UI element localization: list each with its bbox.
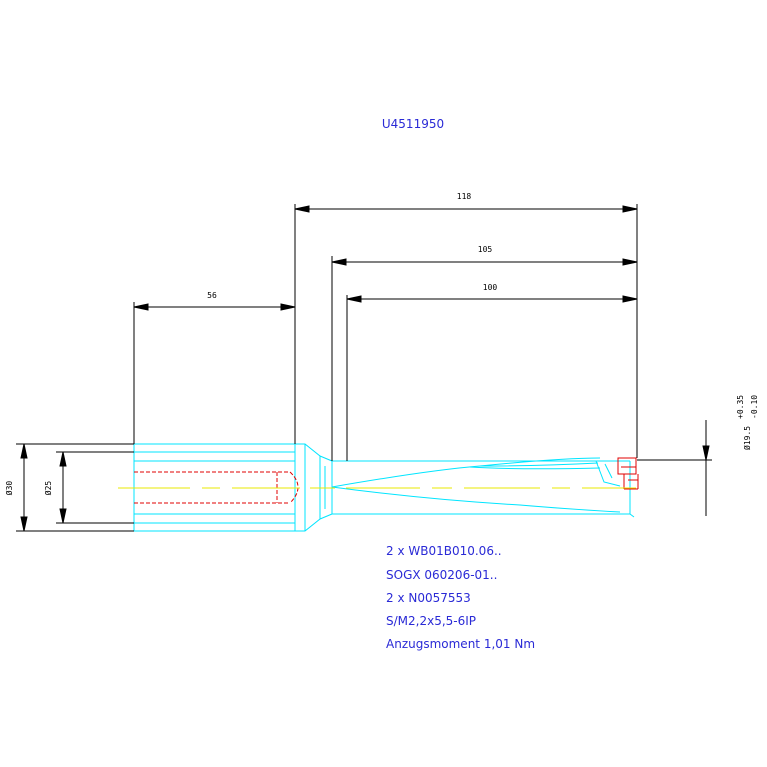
insert-outer	[617, 457, 637, 475]
dim-tip-tol-upper: +0.35	[736, 395, 745, 419]
note-line: S/M2,2x5,5-6IP	[386, 614, 476, 628]
flute-upper	[331, 457, 601, 488]
part-number: U4511950	[382, 117, 444, 131]
flute-lower	[331, 486, 621, 513]
coolant-bore	[134, 471, 299, 504]
dim-100: 100	[483, 283, 498, 292]
dimensions	[16, 204, 712, 532]
dim-tip-value: Ø19.5	[742, 426, 752, 450]
note-line: 2 x N0057553	[386, 591, 471, 605]
dim-shank-length: 56	[207, 291, 217, 300]
dim-tip-diameter: Ø19.5 +0.35 -0.10	[736, 395, 759, 450]
dim-tip-tol-lower: -0.10	[750, 395, 759, 419]
notes-block: 2 x WB01B010.06.. SOGX 060206-01.. 2 x N…	[386, 544, 535, 651]
dim-105: 105	[478, 245, 493, 254]
note-line: SOGX 060206-01..	[386, 568, 497, 582]
dim-shank-diameter: Ø30	[4, 481, 14, 496]
dim-overall-length: 118	[457, 192, 472, 201]
note-line: Anzugsmoment 1,01 Nm	[386, 637, 535, 651]
dim-inner-diameter: Ø25	[43, 481, 53, 496]
note-line: 2 x WB01B010.06..	[386, 544, 502, 558]
cutting-insert	[617, 457, 639, 490]
